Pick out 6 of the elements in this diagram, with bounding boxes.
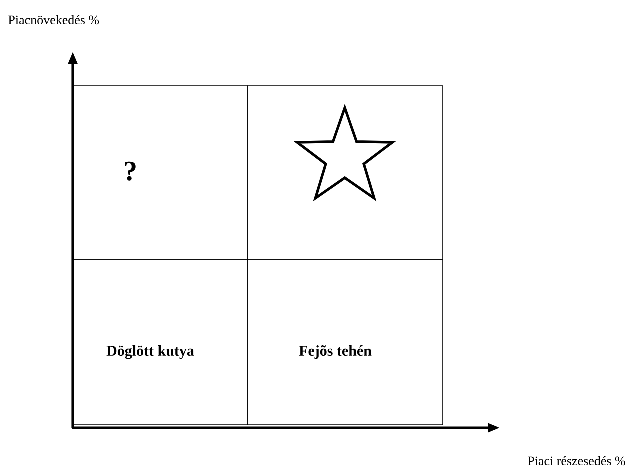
axis-label: Piacnövekedés % [8,15,100,25]
matrix-cell: ? [72,86,248,260]
axis-label: Piaci részesedés % [528,456,626,466]
matrix-cell: Döglött kutya [72,260,248,426]
matrix-cell: Fejõs tehén [248,260,444,426]
matrix-cell [248,86,444,260]
